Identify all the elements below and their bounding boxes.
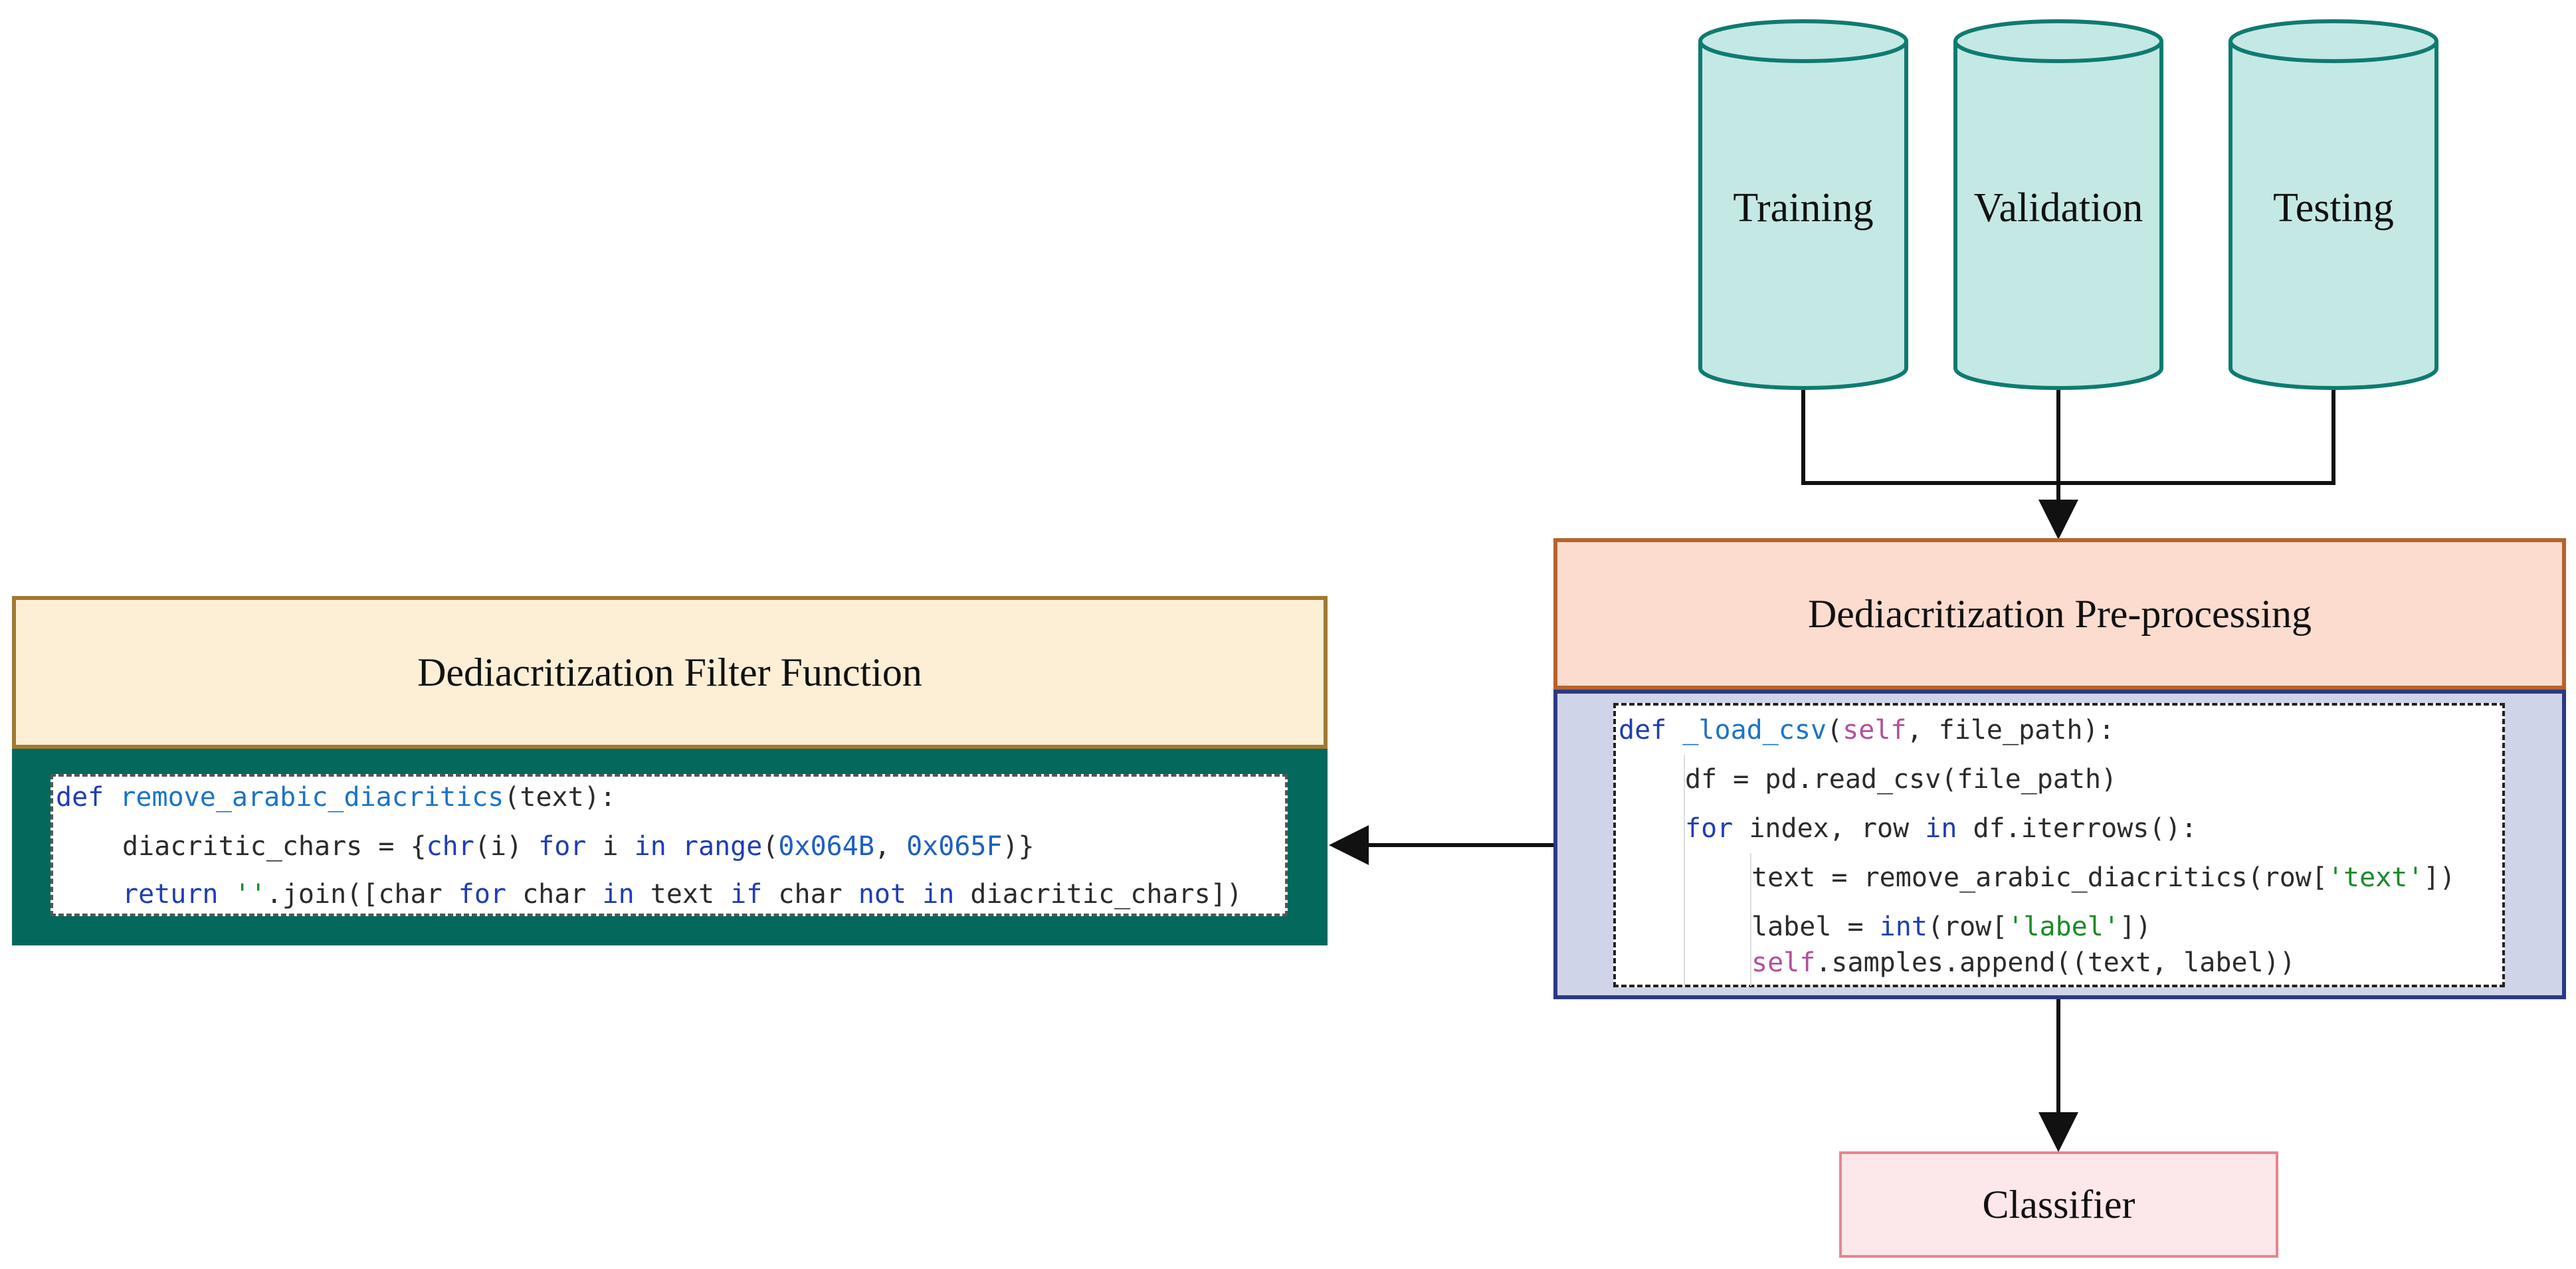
code-line-1: def remove_arabic_diacritics(text): — [56, 782, 616, 813]
indent-guide — [1750, 853, 1751, 986]
code-line-6: self.samples.append((text, label)) — [1751, 947, 2296, 978]
filter-function-title-box: Dediacritization Filter Function — [12, 596, 1328, 749]
code-line-5: label = int(row['label']) — [1751, 912, 2152, 942]
database-icon — [2229, 19, 2438, 390]
code-line-4: text = remove_arabic_diacritics(row['tex… — [1751, 862, 2456, 893]
filter-function-code-block: def remove_arabic_diacritics(text): diac… — [50, 774, 1288, 916]
preprocessing-code-block: def _load_csv(self, file_path): df = pd.… — [1613, 703, 2505, 987]
validation-dataset-cylinder: Validation — [1953, 19, 2164, 391]
filter-function-title: Dediacritization Filter Function — [417, 650, 922, 694]
preprocessing-title: Dediacritization Pre-processing — [1807, 591, 2312, 636]
code-line-2: diacritic_chars = {chr(i) for i in range… — [122, 831, 1035, 862]
code-line-2: df = pd.read_csv(file_path) — [1685, 764, 2118, 795]
classifier-box: Classifier — [1839, 1151, 2278, 1258]
database-icon — [1953, 19, 2163, 390]
preprocessing-title-box: Dediacritization Pre-processing — [1553, 538, 2566, 690]
code-line-3: for index, row in df.iterrows(): — [1685, 813, 2197, 844]
validation-label: Validation — [1973, 185, 2143, 231]
testing-label: Testing — [2273, 185, 2394, 231]
testing-dataset-cylinder: Testing — [2228, 19, 2439, 391]
classifier-label: Classifier — [1982, 1182, 2135, 1226]
training-dataset-cylinder: Training — [1698, 19, 1909, 391]
dataset-merge-lines — [1801, 382, 2335, 485]
database-icon — [1698, 19, 1908, 390]
code-line-3: return ''.join([char for char in text if… — [122, 879, 1242, 910]
indent-guide — [1684, 755, 1685, 987]
code-line-1: def _load_csv(self, file_path): — [1619, 715, 2115, 745]
training-label: Training — [1733, 185, 1874, 231]
